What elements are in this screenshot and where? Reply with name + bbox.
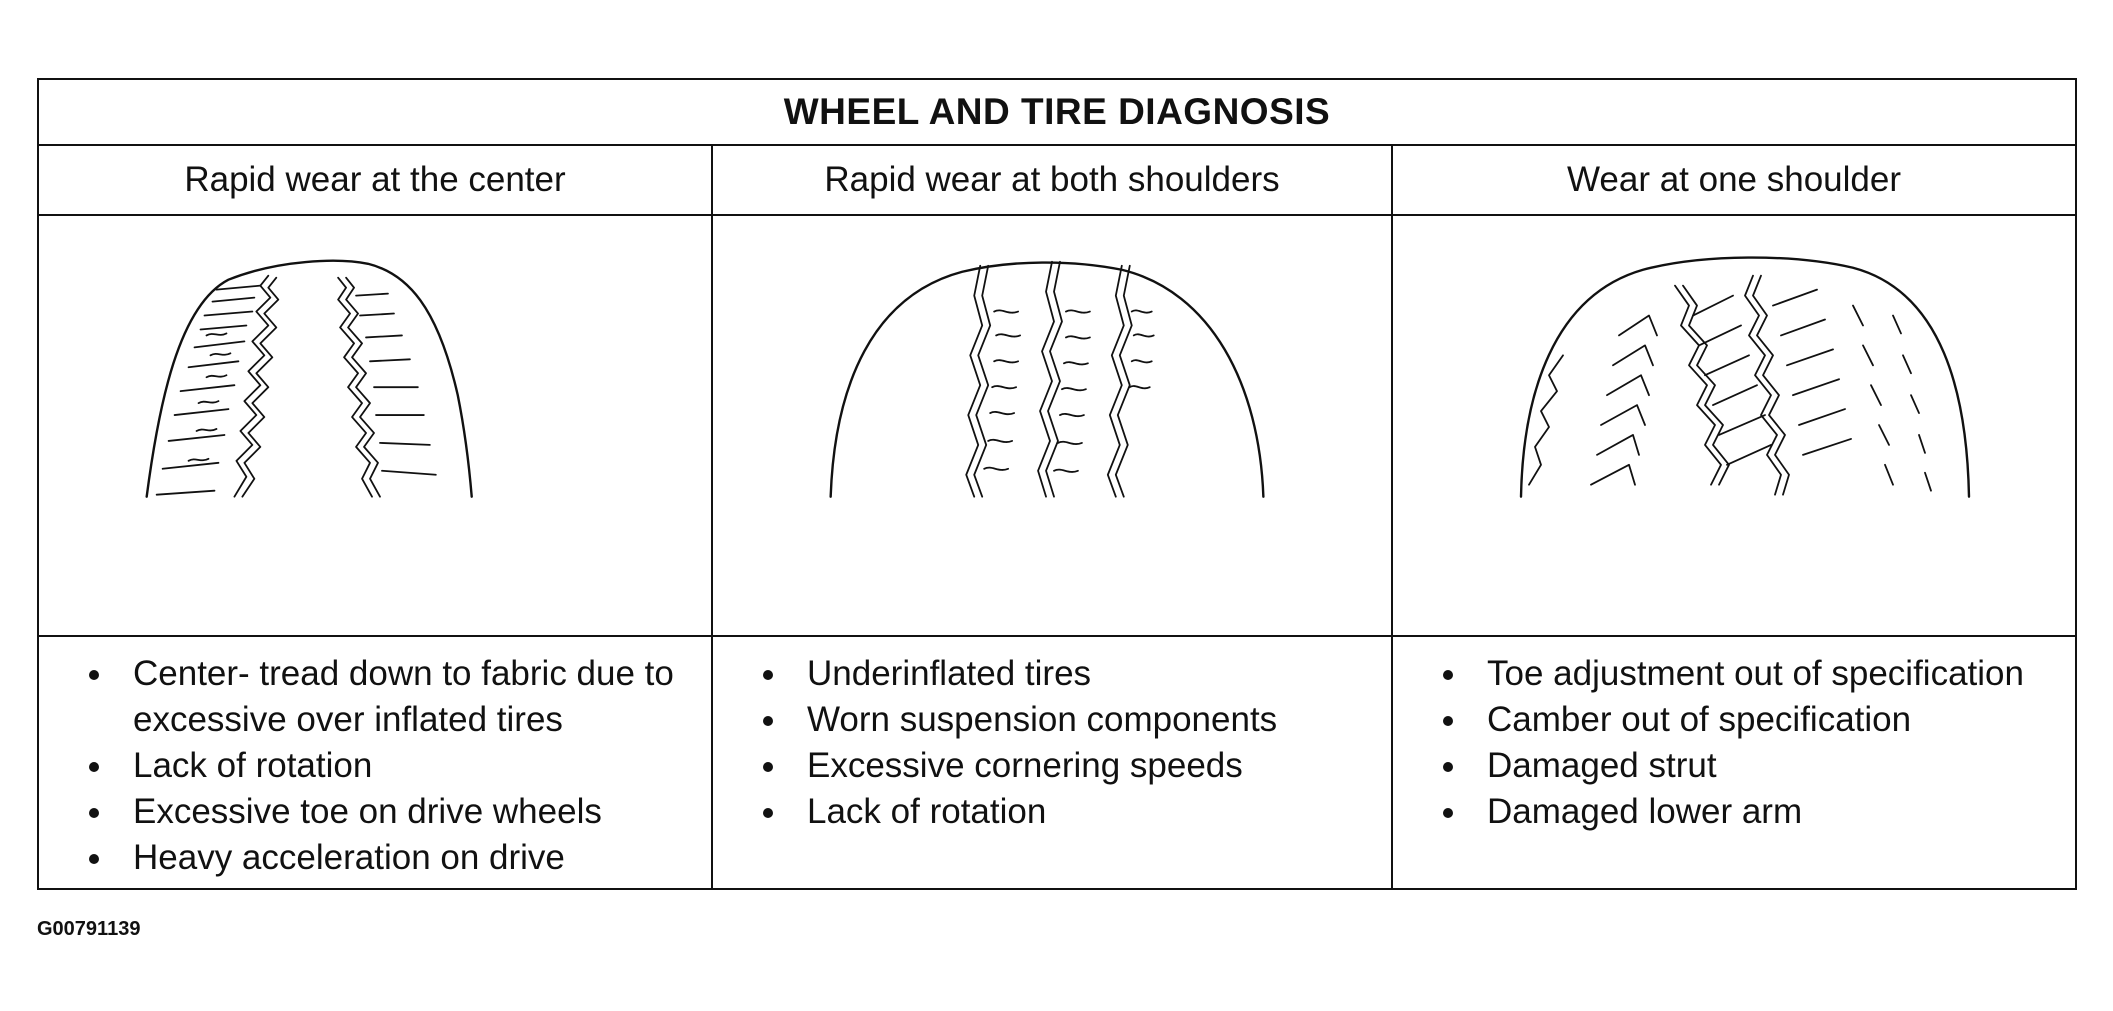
list-item: Excessive toe on drive wheels	[89, 789, 701, 835]
header-one-shoulder-wear: Wear at one shoulder	[1566, 160, 1901, 199]
list-item: Lack of rotation	[763, 789, 1381, 835]
illustration-row	[39, 216, 2075, 637]
list-item: Excessive cornering speeds	[763, 743, 1381, 789]
list-item: Camber out of specification	[1443, 697, 2065, 743]
wheel-tire-diagnosis-table: WHEEL AND TIRE DIAGNOSIS Rapid wear at t…	[37, 78, 2077, 890]
causes-one-shoulder-wear: Toe adjustment out of specification Camb…	[1393, 637, 2075, 888]
list-item: Heavy acceleration on drive	[89, 835, 701, 881]
list-item: Damaged strut	[1443, 743, 2065, 789]
tire-center-wear-cell	[39, 216, 713, 635]
tire-shoulder-wear-icon	[829, 260, 1265, 498]
header-center-wear: Rapid wear at the center	[39, 146, 713, 214]
causes-both-shoulders-wear: Underinflated tires Worn suspension comp…	[713, 637, 1393, 888]
list-item: Toe adjustment out of specification	[1443, 651, 2065, 697]
table-title: WHEEL AND TIRE DIAGNOSIS	[39, 80, 2075, 146]
list-item: Lack of rotation	[89, 743, 701, 789]
causes-row: Center- tread down to fabric due to exce…	[39, 637, 2075, 888]
column-header-row: Rapid wear at the center Rapid wear at b…	[39, 146, 2075, 216]
list-item: Worn suspension components	[763, 697, 1381, 743]
causes-list: Center- tread down to fabric due to exce…	[89, 651, 701, 881]
causes-list: Toe adjustment out of specification Camb…	[1443, 651, 2065, 835]
causes-list: Underinflated tires Worn suspension comp…	[763, 651, 1381, 835]
tire-one-shoulder-wear-cell	[1393, 216, 2075, 635]
list-item: Center- tread down to fabric due to exce…	[89, 651, 701, 743]
tire-center-wear-icon	[145, 259, 473, 498]
tire-one-shoulder-wear-icon	[1519, 256, 1971, 498]
tire-shoulder-wear-cell	[713, 216, 1393, 635]
header-both-shoulders-wear: Rapid wear at both shoulders	[713, 146, 1393, 214]
figure-id: G00791139	[37, 918, 141, 940]
list-item: Damaged lower arm	[1443, 789, 2065, 835]
list-item: Underinflated tires	[763, 651, 1381, 697]
causes-center-wear: Center- tread down to fabric due to exce…	[39, 637, 713, 888]
